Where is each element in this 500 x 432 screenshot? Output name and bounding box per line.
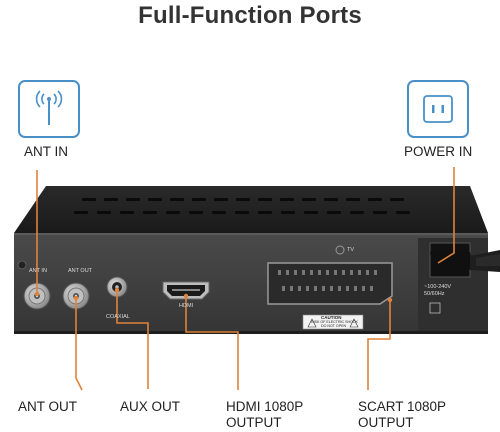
- scart-out-label-line1: SCART 1080P: [358, 399, 447, 414]
- ant-in-label: ANT IN: [24, 144, 69, 159]
- caution-line2: RISK OF ELECTRIC SHOCK: [311, 320, 358, 324]
- aux-out-label: AUX OUT: [120, 399, 181, 414]
- caution-title: CAUTION: [321, 315, 342, 320]
- antenna-icon-box: [18, 80, 80, 138]
- antenna-icon: [35, 90, 63, 125]
- device-ant-in-text: ANT IN: [29, 268, 47, 274]
- page-title: Full-Function Ports: [138, 2, 362, 29]
- caution-label: [302, 314, 364, 330]
- device-ant-out-text: ANT OUT: [68, 268, 93, 274]
- device-tv-text: TV: [347, 247, 355, 253]
- hdmi-port: [162, 281, 210, 300]
- scart-out-label-line2: OUTPUT: [358, 415, 414, 430]
- device-voltage-line1: ~100-240V: [424, 284, 452, 290]
- device-back-panel: [14, 233, 488, 333]
- hdmi-out-label-line1: HDMI 1080P: [226, 399, 304, 414]
- device-top: [14, 186, 488, 233]
- scart-port: [267, 262, 393, 305]
- power-socket-icon: [423, 95, 453, 123]
- device-hdmi-text: HDMI: [179, 303, 194, 309]
- power-socket-icon-box: [407, 80, 469, 138]
- callout-lines: [36, 167, 455, 391]
- caution-line3: DO NOT OPEN: [321, 324, 347, 328]
- power-plug: [430, 250, 500, 276]
- hdmi-out-label-line2: OUTPUT: [226, 415, 282, 430]
- device-voltage-line2: 50/60Hz: [424, 291, 445, 297]
- device-coaxial-text: COAXIAL: [106, 314, 130, 320]
- power-in-label: POWER IN: [404, 144, 473, 159]
- ant-out-label: ANT OUT: [18, 399, 78, 414]
